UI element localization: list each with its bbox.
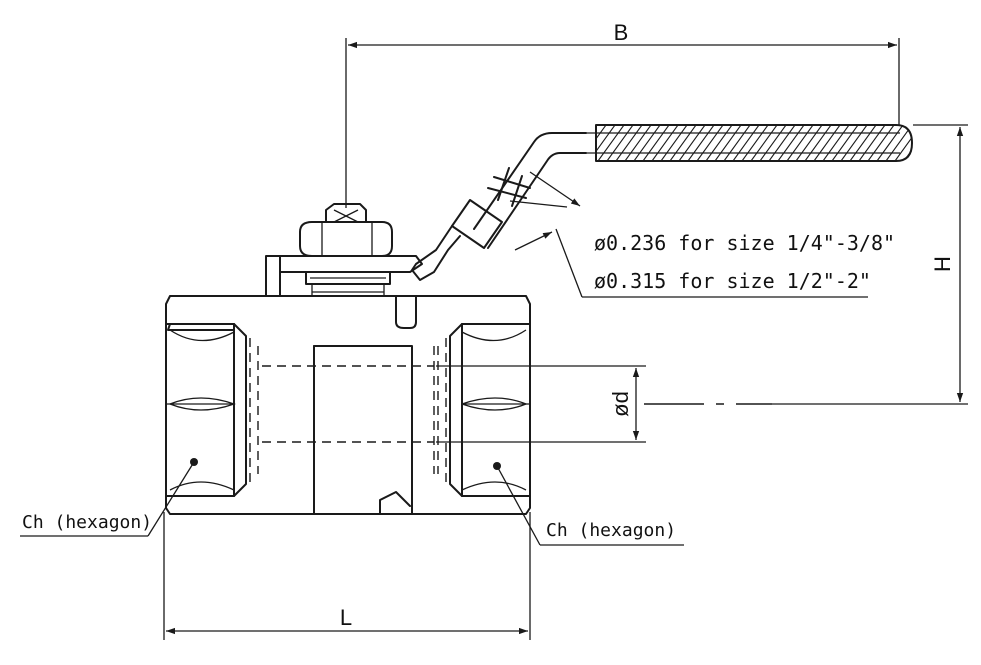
dimension-b-label: B — [614, 20, 629, 45]
note-line-1: ø0.236 for size 1/4"-3/8" — [594, 231, 895, 255]
dimension-l: L — [163, 512, 531, 640]
dimension-bore-label: ød — [608, 391, 633, 417]
note-line-2: ø0.315 for size 1/2"-2" — [594, 269, 871, 293]
valve-body — [165, 295, 531, 515]
hexagon-right-label: Ch (hexagon) — [546, 520, 676, 541]
dimension-bore: ød — [436, 365, 772, 443]
dimension-b: B — [345, 20, 900, 208]
hexagon-callout-left: Ch (hexagon) — [20, 458, 198, 537]
stem-nut-assembly — [265, 203, 423, 329]
lever-bar — [411, 132, 587, 281]
hexagon-left-label: Ch (hexagon) — [22, 512, 152, 533]
dimension-l-label: L — [340, 605, 352, 630]
dimension-h-label: H — [930, 256, 955, 272]
lever-grip — [586, 124, 913, 162]
hexagon-callout-right: Ch (hexagon) — [493, 462, 684, 546]
dimension-h: H — [772, 124, 968, 405]
lever-diameter-note: ø0.236 for size 1/4"-3/8" ø0.315 for siz… — [555, 228, 895, 298]
